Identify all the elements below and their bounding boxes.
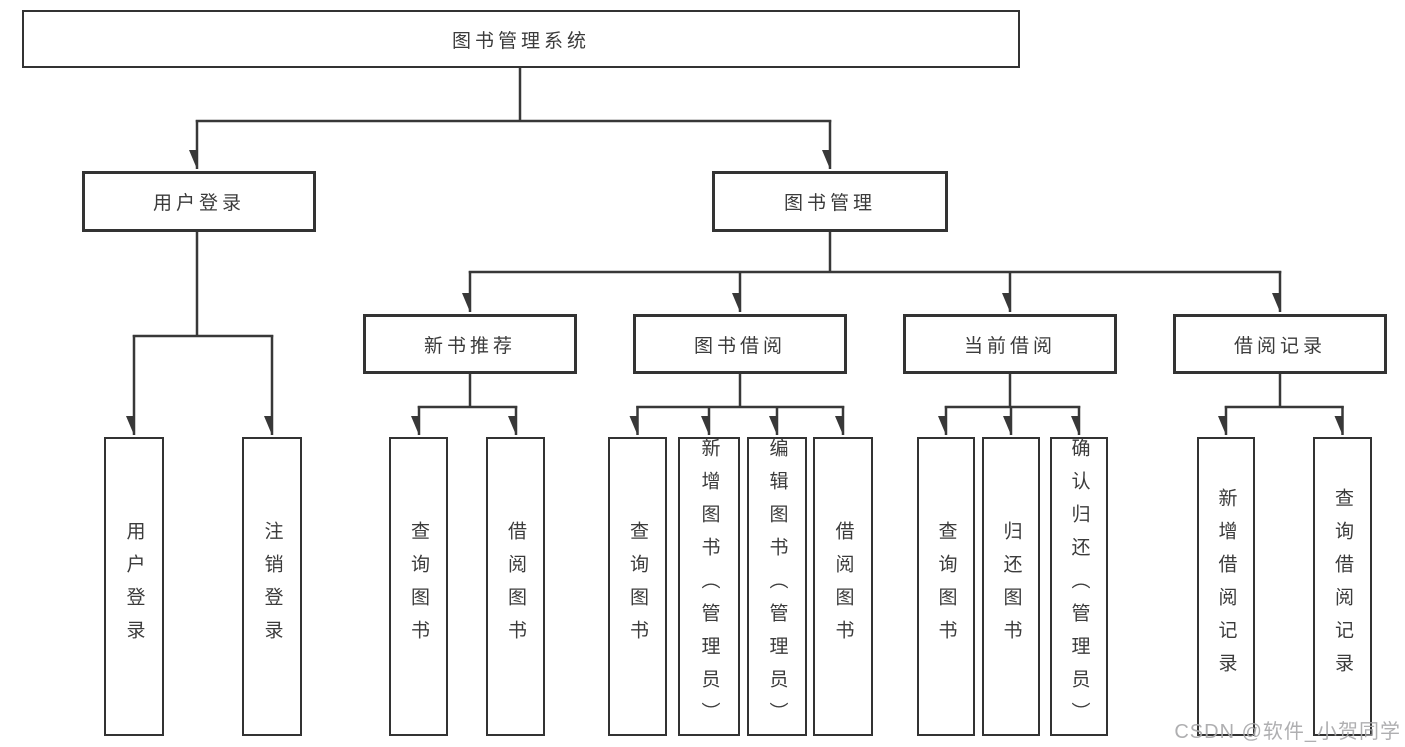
node-label: 用户登录 (152, 193, 245, 214)
node-label: 查询图书 (627, 520, 648, 653)
node-user-login: 用户登录 (82, 171, 316, 232)
node-label: 查询图书 (935, 520, 957, 653)
node-new-book-recommendation: 新书推荐 (363, 314, 577, 374)
leaf-confirm-return-admin: 确认归还（管理员） (1050, 437, 1108, 736)
leaf-query-books-newrec: 查询图书 (389, 437, 448, 736)
leaf-borrow-books: 借阅图书 (813, 437, 873, 736)
node-book-management: 图书管理 (712, 171, 948, 232)
node-label: 图书管理系统 (451, 30, 590, 52)
node-label: 借阅记录 (1233, 335, 1326, 357)
leaf-query-borrow-record: 查询借阅记录 (1313, 437, 1372, 736)
node-label: 用户登录 (123, 520, 145, 653)
node-book-borrowing: 图书借阅 (633, 314, 847, 374)
leaf-user-login: 用户登录 (104, 437, 164, 736)
leaf-logout: 注销登录 (242, 437, 302, 736)
node-label: 新书推荐 (423, 335, 516, 357)
node-label: 借阅图书 (832, 520, 854, 653)
leaf-add-borrow-record: 新增借阅记录 (1197, 437, 1255, 736)
node-label: 当前借阅 (963, 335, 1056, 357)
csdn-watermark: CSDN @软件_小贺同学 (1174, 721, 1401, 743)
node-label: 注销登录 (261, 520, 283, 653)
node-label: 借阅图书 (505, 520, 526, 653)
node-label: 查询借阅记录 (1332, 487, 1353, 686)
node-label: 新增图书（管理员） (698, 438, 720, 735)
node-label: 确认归还（管理员） (1068, 438, 1090, 735)
node-label: 图书管理 (783, 193, 876, 214)
node-label: 新增借阅记录 (1215, 487, 1237, 686)
node-label: 归还图书 (1000, 520, 1022, 653)
node-current-borrowing: 当前借阅 (903, 314, 1117, 374)
leaf-return-book: 归还图书 (982, 437, 1040, 736)
node-label: 图书借阅 (693, 335, 786, 357)
node-label: 编辑图书（管理员） (766, 438, 788, 735)
node-label: 查询图书 (408, 520, 429, 653)
leaf-edit-book-admin: 编辑图书（管理员） (747, 437, 807, 736)
leaf-add-book-admin: 新增图书（管理员） (678, 437, 740, 736)
node-library-management-system: 图书管理系统 (22, 10, 1020, 68)
leaf-query-books-borrow: 查询图书 (608, 437, 667, 736)
node-borrowing-records: 借阅记录 (1173, 314, 1387, 374)
leaf-borrow-books-newrec: 借阅图书 (486, 437, 545, 736)
leaf-query-books-current: 查询图书 (917, 437, 975, 736)
